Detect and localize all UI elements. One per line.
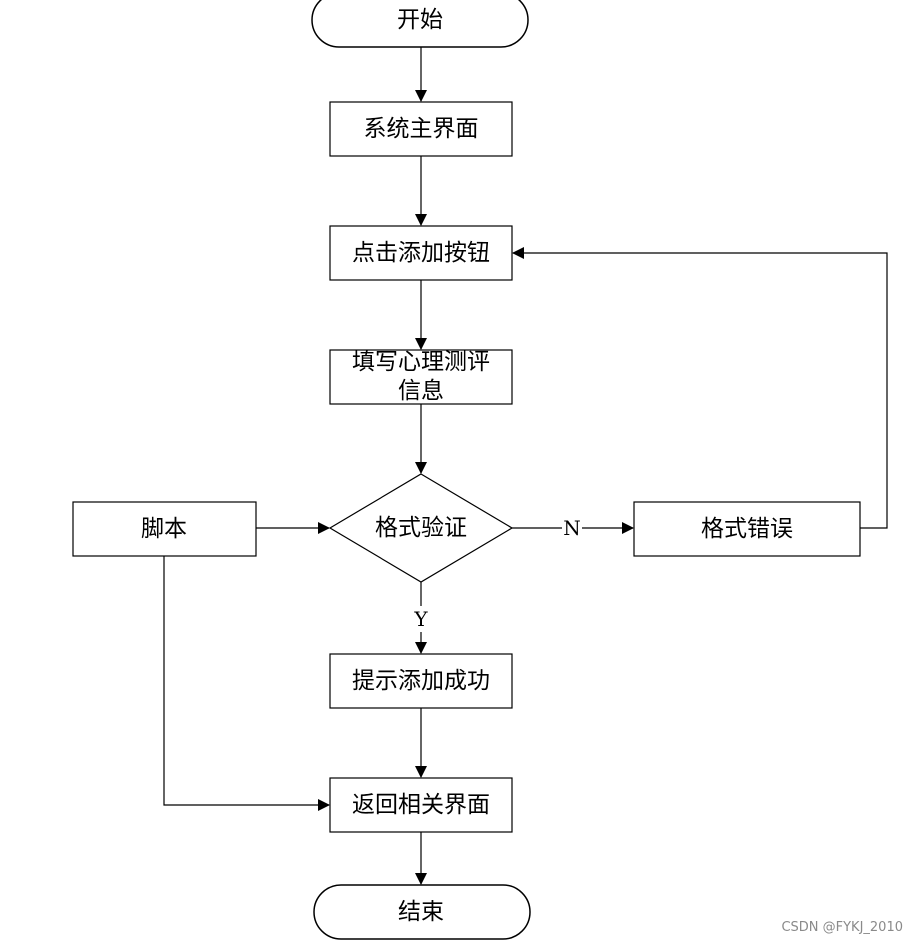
main-ui-node: 系统主界面 — [329, 101, 513, 157]
success-node: 提示添加成功 — [329, 653, 513, 709]
main-ui-label: 系统主界面 — [364, 116, 479, 142]
edge-label-no: N — [563, 516, 581, 540]
validate-label: 格式验证 — [375, 515, 467, 541]
start-label: 开始 — [397, 7, 443, 33]
edge-script-to-return — [163, 556, 330, 811]
format-error-node: 格式错误 — [633, 501, 861, 557]
watermark: CSDN @FYKJ_2010 — [781, 920, 903, 935]
edge-label-yes: Y — [413, 607, 428, 631]
format-error-label: 格式错误 — [701, 516, 793, 542]
fill-info-label-line2: 信息 — [398, 378, 444, 404]
return-label: 返回相关界面 — [352, 792, 490, 818]
script-node: 脚本 — [72, 501, 257, 557]
success-label: 提示添加成功 — [352, 668, 490, 694]
script-label: 脚本 — [141, 516, 187, 542]
end-node: 结束 — [313, 884, 531, 940]
return-node: 返回相关界面 — [329, 777, 513, 833]
fill-info-label-line1: 填写心理测评 — [352, 349, 490, 375]
fill-info-node: 填写心理测评 信息 — [329, 349, 513, 405]
validate-node: 格式验证 — [328, 473, 514, 583]
end-label: 结束 — [398, 899, 444, 925]
click-add-label: 点击添加按钮 — [352, 240, 490, 266]
edge-error-to-click — [512, 247, 888, 529]
start-node: 开始 — [311, 0, 529, 48]
click-add-node: 点击添加按钮 — [329, 225, 513, 281]
